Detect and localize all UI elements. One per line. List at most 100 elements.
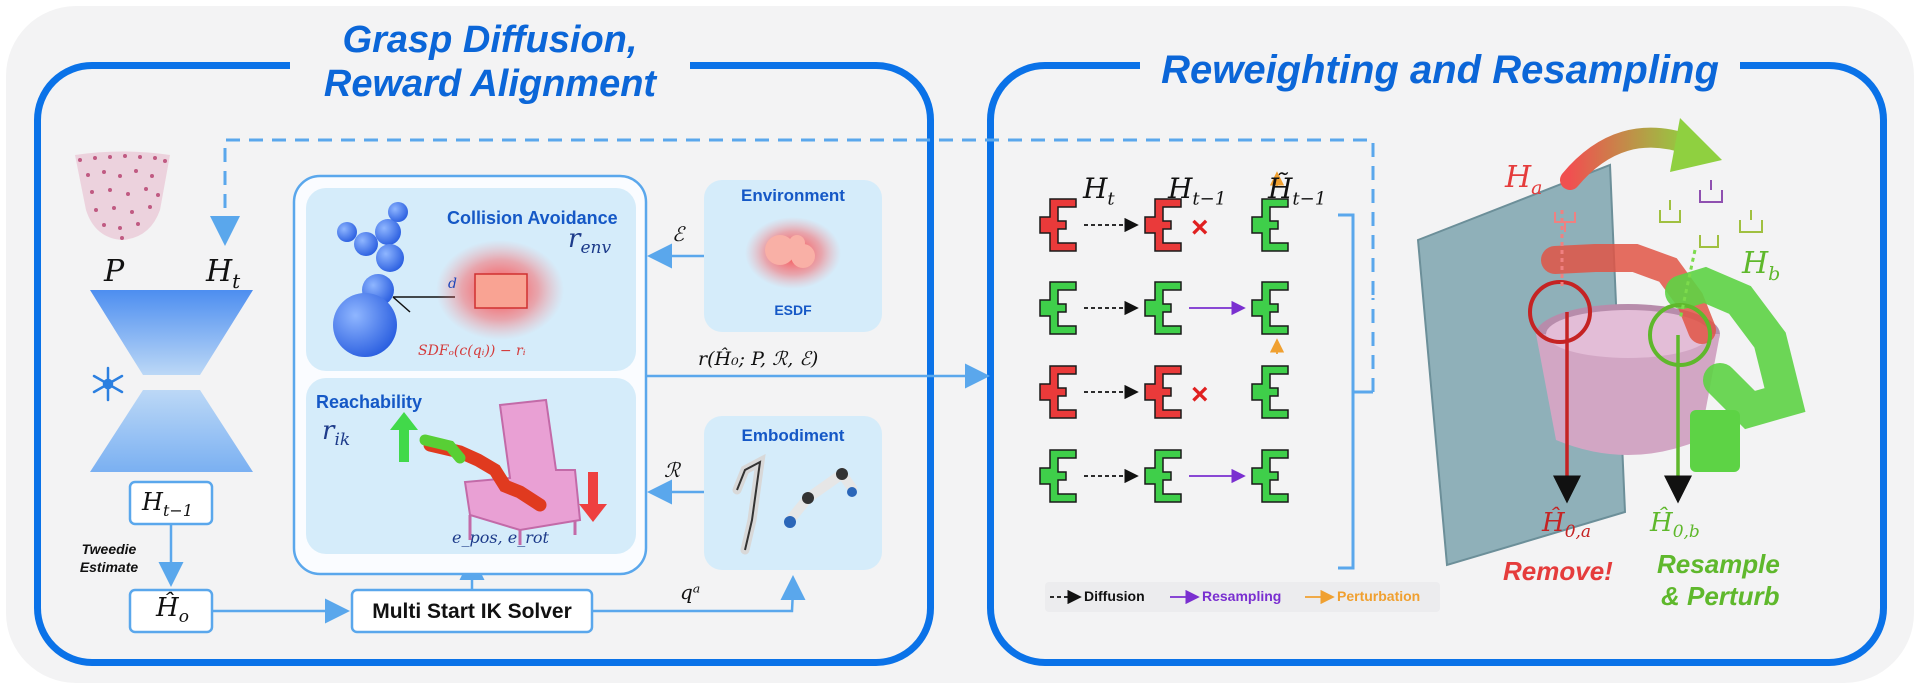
legend-resampling-label: Resampling <box>1202 588 1282 604</box>
ik-solver-label: Multi Start IK Solver <box>372 600 572 623</box>
col-header-1-base: H <box>1168 172 1193 205</box>
gripper-t1-row-2 <box>1144 365 1182 419</box>
col-header-2-base: H̃ <box>1268 172 1293 205</box>
legend-perturbation-label: Perturbation <box>1337 588 1421 604</box>
reach-title: Reachability <box>316 392 423 412</box>
remove-label: Remove! <box>1503 556 1613 586</box>
collision-reward: renv <box>568 224 611 258</box>
left-panel-title-line1: Grasp Diffusion, <box>342 19 638 61</box>
col-header-0-sub: t <box>1107 188 1115 210</box>
reach-up-arrow <box>390 412 418 462</box>
gripper-grid: ×× <box>1039 171 1289 503</box>
robot-arms-illustration <box>732 453 857 555</box>
col-header-1: Ht−1 <box>1168 172 1226 210</box>
radius-line <box>392 296 411 313</box>
esdf-blob <box>765 235 815 268</box>
snowflake-icon <box>92 366 124 402</box>
grasp-b-axis <box>1678 249 1697 321</box>
grasp-a-base: H <box>1505 160 1532 195</box>
gripper-resampled-row-0 <box>1251 198 1289 252</box>
robot-spheres <box>333 202 408 357</box>
gripper-t1-row-0 <box>1144 198 1182 252</box>
embodiment-symbol: ℛ <box>664 458 680 482</box>
grasp-b-base: H <box>1742 246 1769 281</box>
gripper-t1-row-3 <box>1144 449 1182 503</box>
gripper-t-row-2 <box>1039 365 1077 419</box>
left-panel-title: Grasp Diffusion, Reward Alignment <box>290 18 690 106</box>
grasp-a-sub: a <box>1531 177 1543 199</box>
estimate-a-label: Ĥ0,a <box>1542 508 1591 542</box>
grasp-b-marker <box>1648 303 1712 367</box>
gripper-t-row-1 <box>1039 281 1077 335</box>
robot-b-base <box>1690 410 1740 472</box>
gripper-t1-row-1 <box>1144 281 1182 335</box>
gripper-resampled-row-2 <box>1251 365 1289 419</box>
sdf-formula: SDFₒ(c(qᵢ)) − rᵢ <box>418 343 526 359</box>
collision-reward-base: r <box>568 224 581 254</box>
col-header-2-sub: t−1 <box>1292 188 1327 210</box>
estimate-b-base: Ĥ <box>1650 508 1673 538</box>
solver-output-label: qᵃ <box>680 580 701 604</box>
estimate-b-sub: 0,b <box>1672 522 1700 543</box>
point-cloud-label: P <box>104 254 125 289</box>
h-prev-sub: t−1 <box>162 500 193 520</box>
feedback-loop-arrow <box>210 138 1375 295</box>
distance-label: d <box>448 276 457 292</box>
pose-error-label: e_pos, e_rot <box>452 528 549 547</box>
grasp-b-sub: b <box>1768 263 1781 285</box>
point-cloud <box>75 151 170 240</box>
grasp-a-marker <box>1528 280 1592 344</box>
estimate-a-base: Ĥ <box>1542 508 1565 538</box>
diffusion-network <box>90 290 253 472</box>
gripper-t-row-0 <box>1039 198 1077 252</box>
particles-bracket <box>1338 213 1355 570</box>
solver-to-embodiment-arrow <box>592 575 806 613</box>
legend-box <box>1045 582 1440 612</box>
estimate-b-label: Ĥ0,b <box>1650 508 1700 542</box>
reach-down-arrow <box>579 472 607 522</box>
resample-arc <box>1560 127 1700 190</box>
embodiment-title: Embodiment <box>741 426 845 445</box>
gripper-t-row-3 <box>1039 449 1077 503</box>
h-prev-base: H <box>142 488 163 516</box>
resample-line2: & Perturb <box>1661 581 1780 611</box>
reach-reward-base: r <box>322 416 335 446</box>
estimate-a-sub: 0,a <box>1564 522 1592 543</box>
obstacle-box <box>474 273 528 309</box>
col-header-2: H̃t−1 <box>1268 172 1326 210</box>
grasp-a-label: Ha <box>1505 160 1543 199</box>
resample-label: Resample & Perturb <box>1657 548 1780 612</box>
col-header-0: Ht <box>1083 172 1115 210</box>
environment-title: Environment <box>741 186 845 205</box>
right-panel-title: Reweighting and Resampling <box>1140 48 1740 92</box>
h-estimate-base: Ĥ <box>156 593 179 623</box>
environment-symbol: ℰ <box>672 222 685 246</box>
h-estimate-sub: o <box>178 607 189 628</box>
resample-arc-head <box>1670 118 1722 172</box>
h-prev-label: Ht−1 <box>142 488 193 520</box>
candidate-grasps <box>1554 180 1763 248</box>
collision-reward-sub: env <box>580 238 612 259</box>
input-grasp-label: Ht <box>206 254 240 293</box>
collision-title: Collision Avoidance <box>447 208 618 228</box>
left-panel-title-line2: Reward Alignment <box>323 63 657 105</box>
remove-mark-row-2: × <box>1191 378 1209 411</box>
esdf-label: ESDF <box>774 302 812 318</box>
input-grasp-sub: t <box>232 269 241 293</box>
resample-line1: Resample <box>1657 549 1780 579</box>
reach-reward: rik <box>322 416 350 450</box>
h-estimate-label: Ĥo <box>156 593 189 627</box>
gripper-resampled-row-1 <box>1251 281 1289 335</box>
robot-b <box>1665 266 1806 430</box>
tweedie-label: Tweedie Estimate <box>64 540 154 576</box>
reward-function-label: r(Ĥ₀; P, ℛ, ℰ) <box>698 348 819 370</box>
tweedie-line1: Tweedie <box>81 541 137 557</box>
grasp-b-label: Hb <box>1742 246 1780 285</box>
reach-reward-sub: ik <box>334 430 351 451</box>
input-grasp-base: H <box>206 254 233 289</box>
col-header-1-sub: t−1 <box>1192 188 1227 210</box>
tweedie-line2: Estimate <box>79 559 139 575</box>
legend-diffusion-label: Diffusion <box>1084 588 1145 604</box>
